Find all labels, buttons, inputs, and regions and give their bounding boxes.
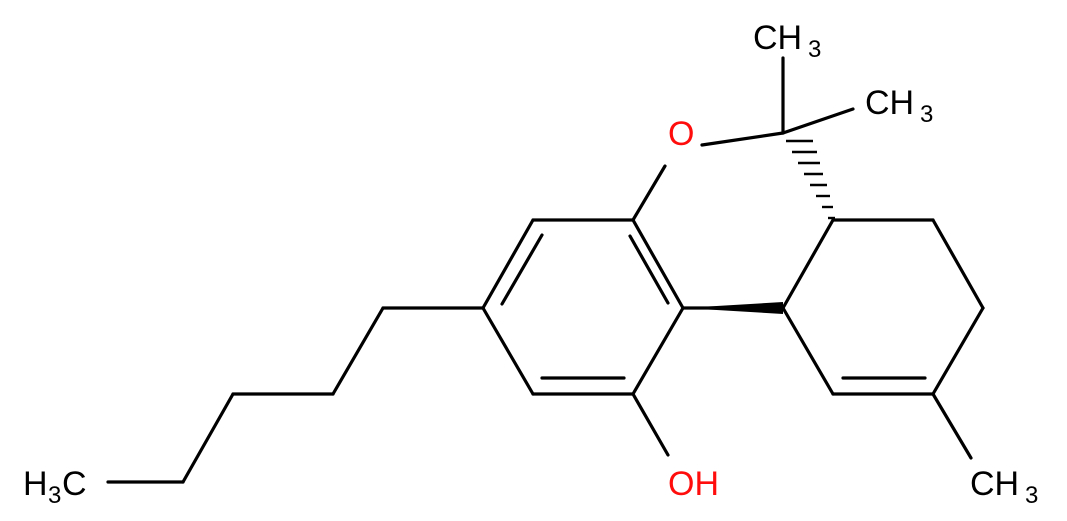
bond xyxy=(931,218,985,310)
methyl-right-main: CH xyxy=(865,84,914,122)
methyl-right-sub: 3 xyxy=(920,101,933,128)
bond xyxy=(700,131,785,147)
bond xyxy=(781,306,835,396)
methyl-ring-label: CH 3 xyxy=(970,465,1038,509)
hydroxyl-label: OH xyxy=(668,465,719,503)
bond xyxy=(481,306,535,396)
methyl-ring-sub: 3 xyxy=(1025,482,1038,509)
bond xyxy=(631,164,667,222)
methyl-chain-sub: 3 xyxy=(48,482,61,509)
bond xyxy=(631,392,670,457)
methyl-ring-main: CH xyxy=(970,465,1019,503)
cyclohexene-ring xyxy=(781,218,985,460)
bond xyxy=(781,218,835,310)
methyl-chain-h: H xyxy=(23,465,48,503)
bond xyxy=(331,306,385,396)
bond xyxy=(181,392,235,484)
methyl-chain-c: C xyxy=(62,465,87,503)
bond xyxy=(481,218,535,310)
hashed-wedge-bond xyxy=(786,139,835,220)
methyl-top-label: CH 3 xyxy=(753,19,821,63)
bond xyxy=(631,218,685,310)
solid-wedge-bond xyxy=(683,302,783,314)
double-bond-inner xyxy=(628,234,670,305)
ring-oxygen-label: O xyxy=(668,115,694,153)
methyl-chain-label: H 3 C xyxy=(23,465,87,509)
bond xyxy=(931,392,973,460)
methyl-top-main: CH xyxy=(753,19,802,57)
pyran-ring xyxy=(631,131,835,310)
methyl-top-sub: 3 xyxy=(808,36,821,63)
bond xyxy=(931,306,985,396)
aromatic-ring xyxy=(481,218,685,396)
methyl-right-label: CH 3 xyxy=(865,84,933,128)
bond xyxy=(631,306,685,396)
bond xyxy=(781,107,855,135)
double-bond-inner xyxy=(500,233,544,306)
pentyl-chain xyxy=(106,306,485,484)
